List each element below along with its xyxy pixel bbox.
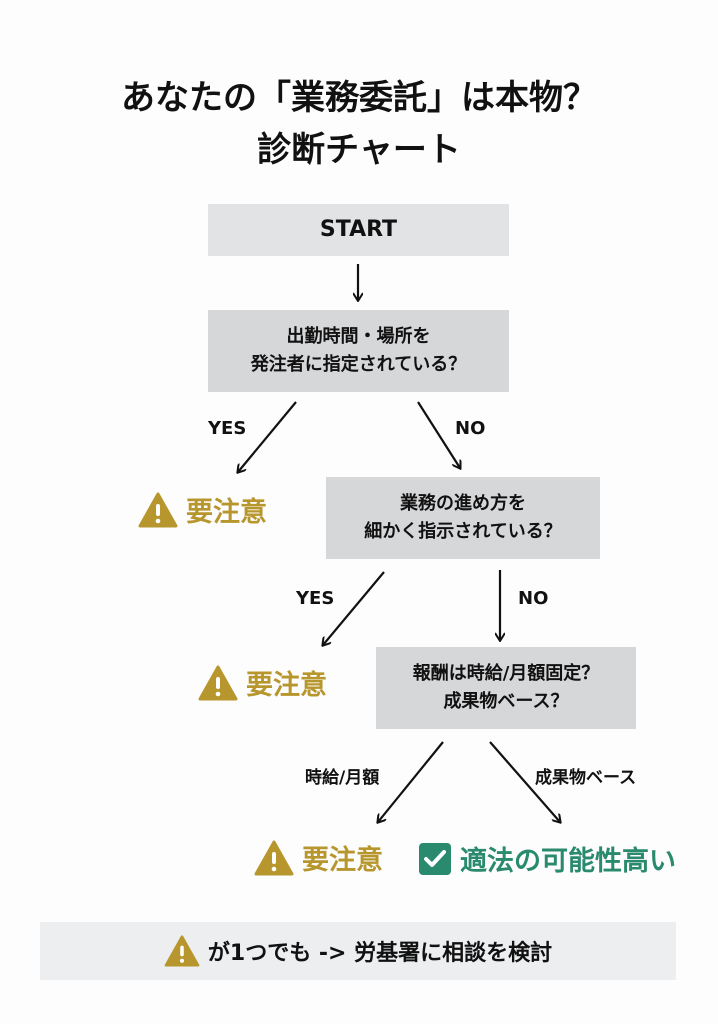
ok-result: 適法の可能性高い bbox=[418, 839, 676, 878]
warning-triangle-icon bbox=[254, 840, 294, 875]
arrow-q3-deliverable bbox=[489, 741, 560, 822]
caution-result-3: 要注意 bbox=[254, 838, 383, 877]
footer-note: が1つでも -> 労基署に相談を検討 bbox=[40, 922, 676, 980]
arrow-q2-yes bbox=[323, 571, 385, 645]
question-1-box: 出勤時間・場所を 発注者に指定されている？ bbox=[208, 310, 509, 392]
q2-line2: 細かく指示されている？ bbox=[364, 521, 562, 542]
q1-line2: 発注者に指定されている？ bbox=[250, 354, 467, 375]
title-line2: 診断チャート bbox=[257, 130, 461, 170]
ok-text: 適法の可能性高い bbox=[460, 846, 676, 877]
caution-text: 要注意 bbox=[246, 670, 327, 701]
arrow-q1-no bbox=[417, 401, 460, 468]
q3-deliverable-label: 成果物ベース bbox=[535, 768, 637, 788]
check-box-icon bbox=[419, 842, 451, 875]
footer-text: が1つでも -> 労基署に相談を検討 bbox=[207, 941, 553, 966]
question-3-box: 報酬は時給/月額固定？ 成果物ベース？ bbox=[376, 647, 636, 729]
q1-no-label: NO bbox=[455, 418, 486, 439]
arrow-q3-hourly bbox=[378, 741, 444, 822]
warning-triangle-icon bbox=[198, 665, 238, 700]
start-label: START bbox=[319, 217, 398, 242]
caution-result-2: 要注意 bbox=[198, 663, 327, 702]
question-2-box: 業務の進め方を 細かく指示されている？ bbox=[326, 477, 600, 559]
caution-text: 要注意 bbox=[186, 497, 267, 528]
q2-no-label: NO bbox=[518, 588, 549, 609]
start-box: START bbox=[208, 204, 509, 256]
q3-line1: 報酬は時給/月額固定？ bbox=[412, 663, 600, 684]
q2-yes-label: YES bbox=[296, 588, 335, 609]
caution-result-1: 要注意 bbox=[138, 490, 267, 529]
warning-triangle-icon bbox=[164, 935, 200, 967]
q3-line2: 成果物ベース？ bbox=[443, 691, 569, 712]
q3-hourly-label: 時給/月額 bbox=[305, 768, 380, 788]
title-line1: あなたの「業務委託」は本物？ bbox=[121, 78, 597, 118]
q1-line1: 出勤時間・場所を bbox=[286, 326, 431, 347]
warning-triangle-icon bbox=[138, 492, 178, 527]
caution-text: 要注意 bbox=[302, 845, 383, 876]
arrow-q1-yes bbox=[238, 401, 297, 472]
q1-yes-label: YES bbox=[208, 418, 247, 439]
q2-line1: 業務の進め方を bbox=[400, 493, 526, 514]
